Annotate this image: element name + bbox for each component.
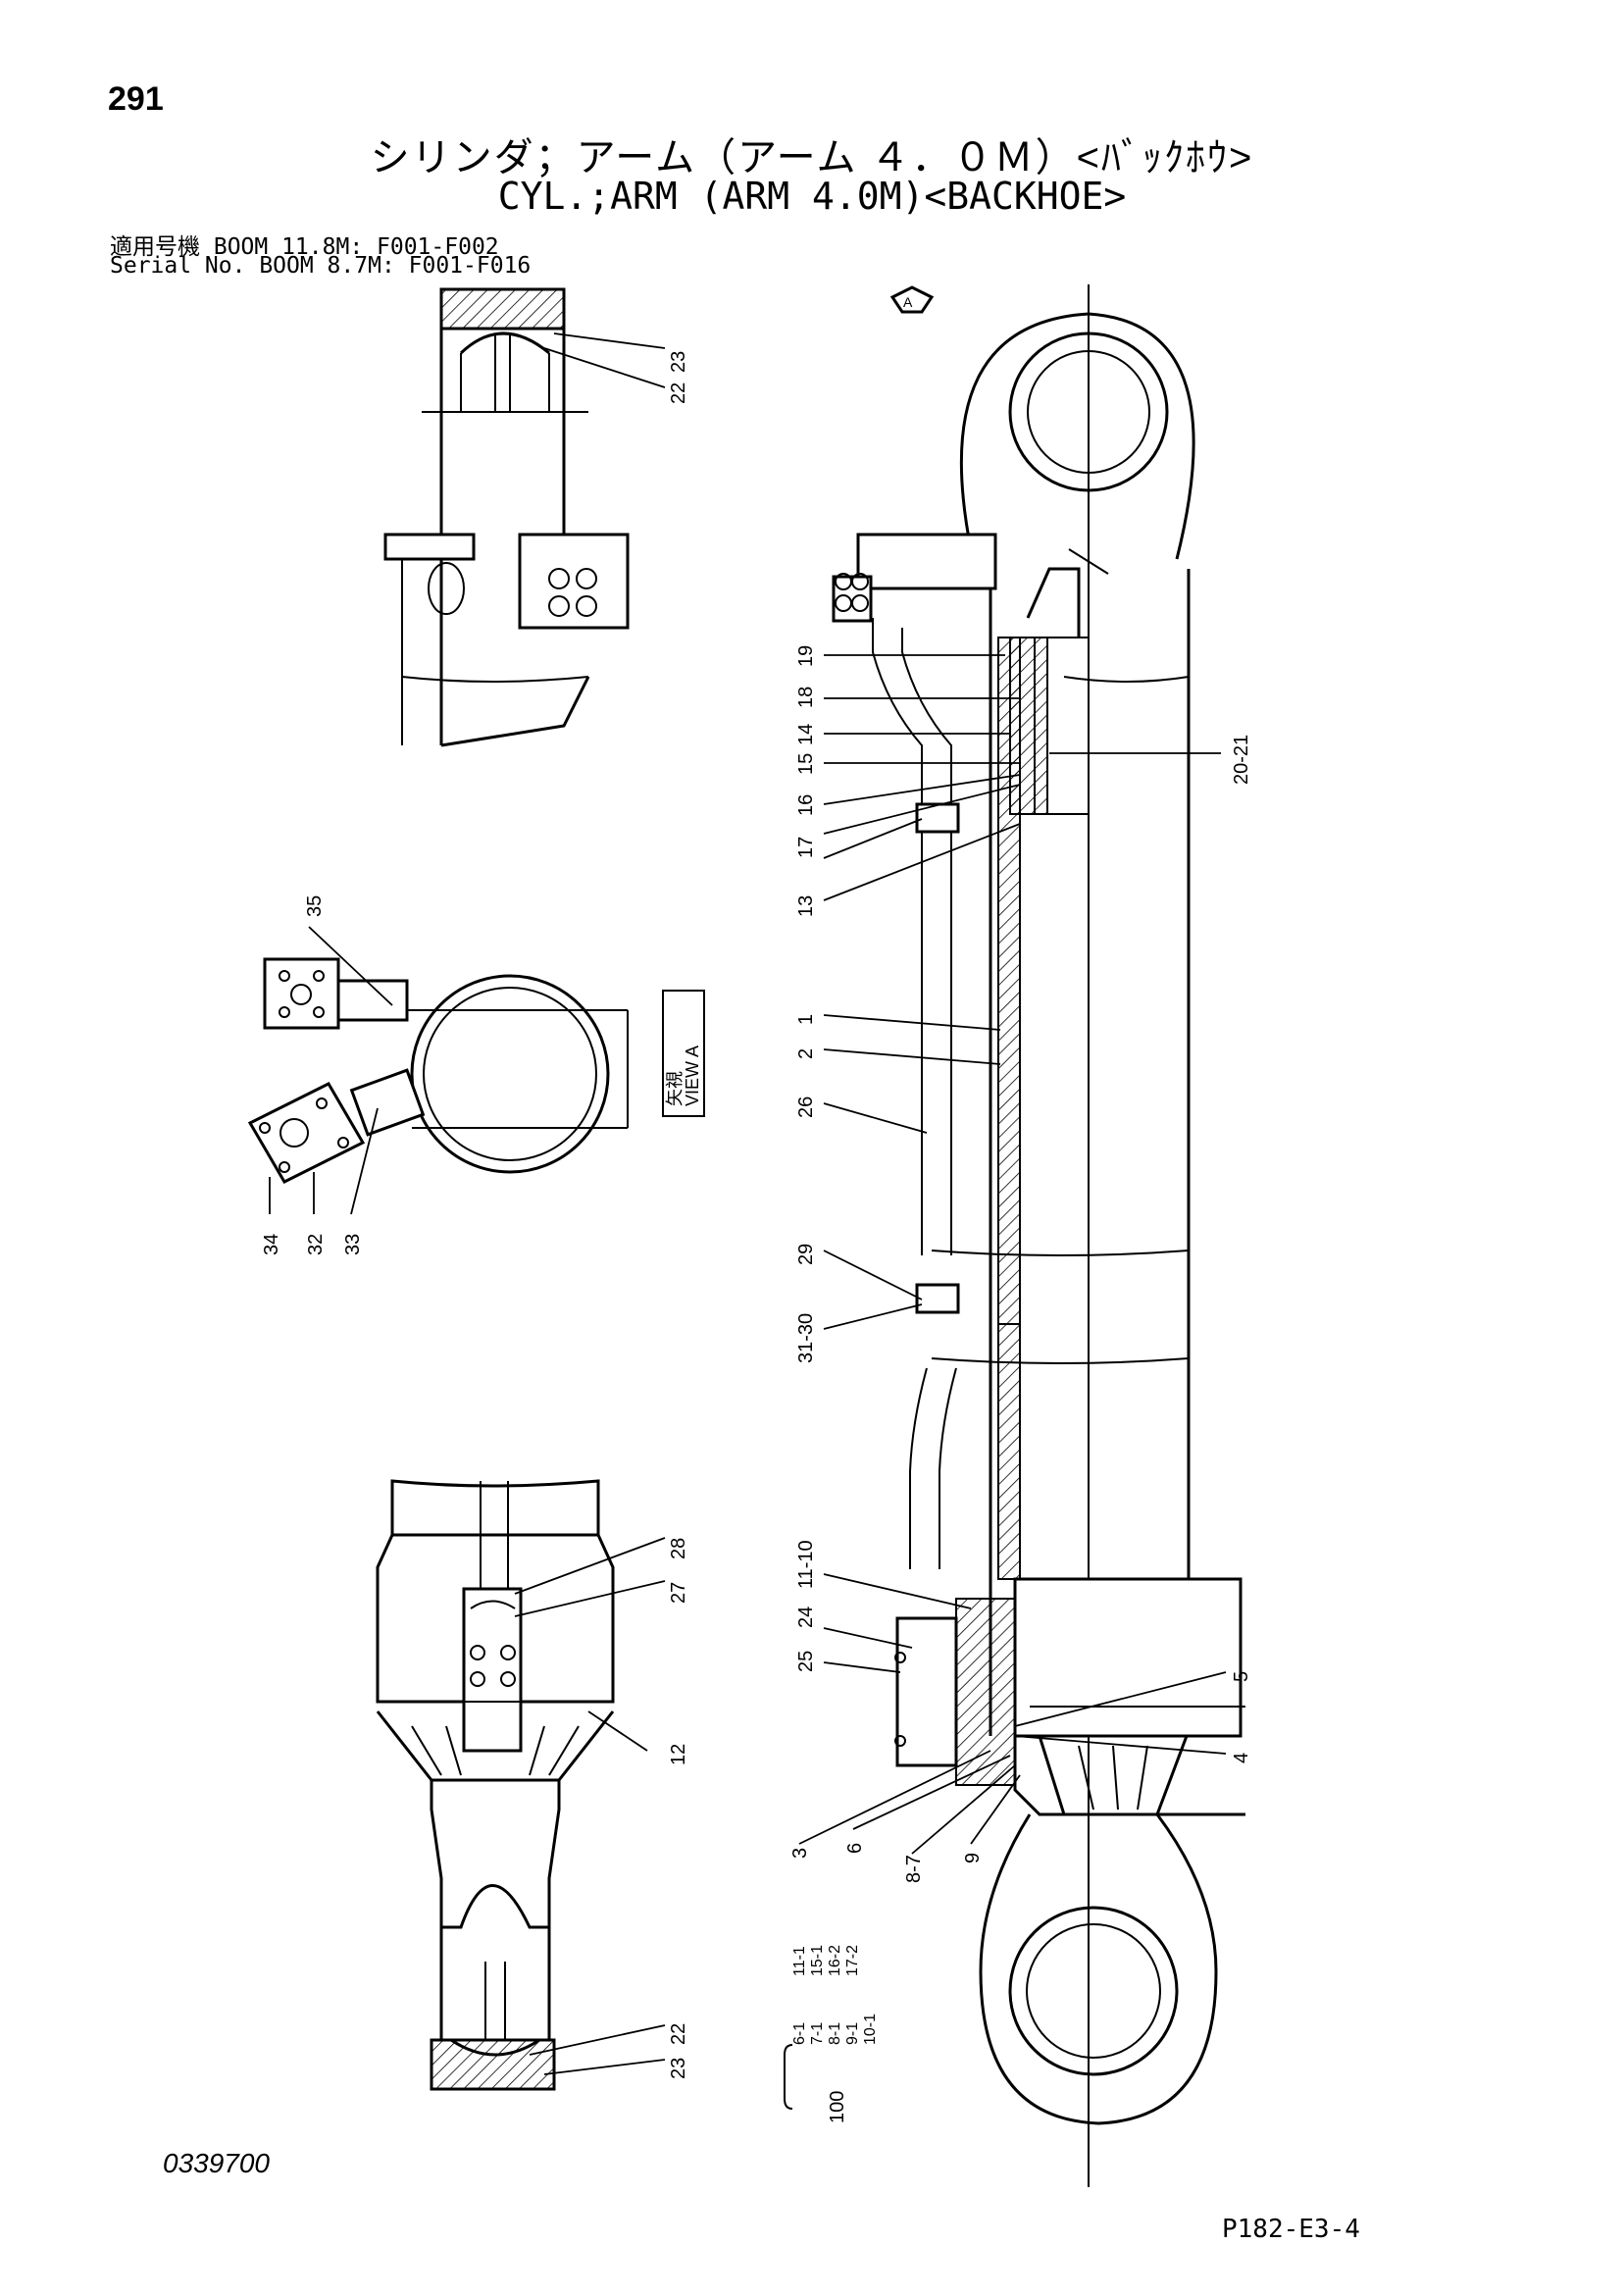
kit-item: 9-1 xyxy=(844,2022,861,2045)
callout-label: 1 xyxy=(795,1014,817,1025)
callout-label: 29 xyxy=(795,1244,817,1265)
callout-label: 23 xyxy=(668,2058,689,2079)
callout-label: 27 xyxy=(668,1582,689,1604)
callout-label: 6 xyxy=(844,1843,866,1854)
callout-label: 17 xyxy=(795,837,817,858)
view-a-label-box xyxy=(662,990,705,1117)
view-arrow-label: A xyxy=(903,294,913,310)
callout-label: 22 xyxy=(668,2023,689,2045)
kit-item: 10-1 xyxy=(862,2014,879,2045)
callout-label: 25 xyxy=(795,1651,817,1672)
callout-label: 28 xyxy=(668,1538,689,1559)
callout-label: 11-10 xyxy=(795,1540,817,1589)
callout-label: 9 xyxy=(962,1853,984,1863)
title-english: CYL.;ARM (ARM 4.0M)<BACKHOE> xyxy=(497,175,1127,218)
title-japanese: シリンダ；アーム（アーム ４．０Ｍ）<ﾊﾞｯｸﾎｳ> xyxy=(370,136,1254,179)
callout-label: 22 xyxy=(668,383,689,404)
callout-label: 34 xyxy=(261,1234,282,1255)
callout-label: 8-7 xyxy=(903,1855,925,1883)
seal-kit-list: 100 6-1 7-1 8-1 9-1 10-1 11-1 15-1 16-2 … xyxy=(784,1945,879,2123)
kit-item: 16-2 xyxy=(827,1945,843,1976)
top-eye-detail: 23 22 xyxy=(383,287,689,747)
kit-item: 17-2 xyxy=(844,1945,861,1976)
callout-label: 23 xyxy=(668,351,689,373)
callout-label: 5 xyxy=(1231,1671,1252,1682)
callout-label: 12 xyxy=(668,1744,689,1765)
view-a-detail: 35 34 32 33 矢視 VIEW A xyxy=(247,895,705,1255)
callout-label: 16 xyxy=(795,794,817,816)
serial-line-1: 適用号機 BOOM 11.8M: F001-F002 xyxy=(110,234,499,260)
kit-item: 15-1 xyxy=(809,1945,826,1976)
kit-item: 8-1 xyxy=(827,2022,843,2045)
callout-label: 18 xyxy=(795,687,817,708)
callout-label: 32 xyxy=(305,1234,327,1255)
page-code: P182-E3-4 xyxy=(1222,2215,1360,2244)
kit-number: 100 xyxy=(827,2091,848,2123)
document-number: 0339700 xyxy=(163,2148,271,2178)
page-number: 291 xyxy=(108,80,164,118)
bottom-head-view: 28 27 12 22 23 xyxy=(376,1479,689,2091)
callout-label: 31-30 xyxy=(795,1313,817,1363)
view-a-label-jp: 矢視 xyxy=(665,1071,685,1106)
callout-label: 3 xyxy=(789,1848,811,1859)
view-arrow-marker xyxy=(889,285,935,314)
callout-label: 33 xyxy=(342,1234,364,1255)
kit-item: 11-1 xyxy=(791,1946,808,1976)
callout-label: 13 xyxy=(795,895,817,917)
main-cylinder: A xyxy=(789,284,1252,2187)
callout-label: 26 xyxy=(795,1097,817,1118)
callout-label: 4 xyxy=(1231,1753,1252,1763)
callout-label: 15 xyxy=(795,753,817,775)
kit-item: 7-1 xyxy=(809,2022,826,2045)
serial-line-2: Serial No. BOOM 8.7M: F001-F016 xyxy=(110,253,532,279)
callout-label: 20-21 xyxy=(1231,735,1252,785)
callout-label: 2 xyxy=(795,1048,817,1059)
callout-label: 19 xyxy=(795,645,817,667)
callout-label: 24 xyxy=(795,1607,817,1628)
view-a-label-en: VIEW A xyxy=(683,1046,702,1106)
callout-label: 35 xyxy=(304,895,326,917)
callout-label: 14 xyxy=(795,724,817,745)
kit-item: 6-1 xyxy=(791,2022,808,2045)
